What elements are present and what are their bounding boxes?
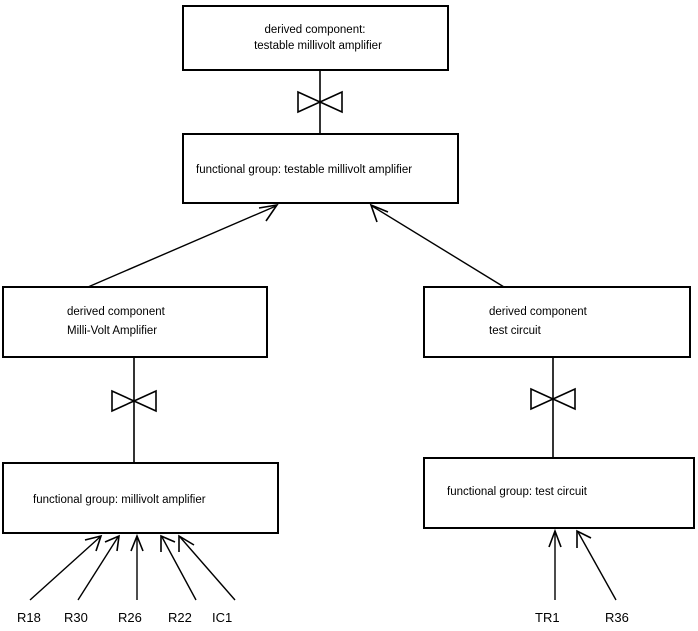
leaf-arrowhead-r26 xyxy=(130,533,144,552)
leaf-arrow-line-r18 xyxy=(29,536,101,601)
arrowhead-millivolt-to-fg-testable xyxy=(258,203,279,222)
leaf-arrow-line-r36 xyxy=(577,531,617,601)
bowtie-right-triangle-left xyxy=(132,389,157,413)
box-derived-test-circuit[interactable] xyxy=(423,286,691,358)
leaf-arrow-r22 xyxy=(160,534,197,601)
node-fg-millivolt-amplifier[interactable]: functional group: millivolt amplifier xyxy=(2,462,279,534)
leaf-arrowhead-tr1 xyxy=(548,528,562,548)
box-fg-millivolt-amplifier[interactable] xyxy=(2,462,279,534)
connector-derived-test-circuit-to-fg-test-circuit xyxy=(530,357,576,463)
leaf-arrow-r18 xyxy=(29,534,103,601)
leaf-label-tr1: TR1 xyxy=(535,610,560,625)
node-derived-milli-volt-amplifier[interactable]: derived component Milli-Volt Amplifier xyxy=(2,286,268,358)
connector-derived-to-fg-testable xyxy=(297,70,343,134)
arrow-millivolt-to-fg-testable xyxy=(87,203,279,288)
leaf-label-ic1: IC1 xyxy=(212,610,232,625)
leaf-arrow-line-ic1 xyxy=(179,536,236,601)
leaf-arrow-line-r30 xyxy=(77,536,119,601)
leaf-arrow-r30 xyxy=(77,534,120,601)
leaf-arrowhead-r30 xyxy=(104,534,120,552)
leaf-arrow-ic1 xyxy=(178,534,236,601)
leaf-arrow-r26 xyxy=(130,533,144,600)
leaf-label-r30: R30 xyxy=(64,610,88,625)
leaf-arrow-tr1 xyxy=(548,528,562,600)
leaf-label-r36: R36 xyxy=(605,610,629,625)
box-derived-milli-volt-amplifier-line2: Milli-Volt Amplifier xyxy=(67,325,157,337)
box-derived-test-circuit-line2: test circuit xyxy=(489,325,542,337)
bowtie-right-triangle-right xyxy=(551,387,576,411)
bowtie-left-triangle-left xyxy=(111,389,136,413)
arrowhead-testcircuit-to-fg-testable xyxy=(369,203,389,223)
box-fg-millivolt-amplifier-label: functional group: millivolt amplifier xyxy=(33,494,206,506)
leaf-label-r18: R18 xyxy=(17,610,41,625)
box-derived-testable-millivolt-amplifier-line2: testable millivolt amplifier xyxy=(254,40,382,52)
leaf-arrowhead-r18 xyxy=(84,534,103,552)
node-derived-test-circuit[interactable]: derived component test circuit xyxy=(423,286,691,358)
box-fg-test-circuit-label: functional group: test circuit xyxy=(447,486,588,498)
connector-derived-milli-volt-to-fg-millivolt xyxy=(111,357,157,463)
node-fg-test-circuit[interactable]: functional group: test circuit xyxy=(423,457,695,529)
box-derived-testable-millivolt-amplifier-line1: derived component: xyxy=(264,24,365,36)
bowtie-refinement-icon-top xyxy=(297,90,343,114)
box-fg-testable-millivolt-amplifier-label: functional group: testable millivolt amp… xyxy=(196,164,412,176)
box-derived-test-circuit-line1: derived component xyxy=(489,306,588,318)
bowtie-left-triangle-right xyxy=(530,387,555,411)
box-fg-testable-millivolt-amplifier[interactable] xyxy=(182,133,459,204)
leaf-label-r22: R22 xyxy=(168,610,192,625)
leaf-arrow-line-r22 xyxy=(161,536,197,601)
box-derived-milli-volt-amplifier-line1: derived component xyxy=(67,306,166,318)
leaf-arrowhead-r22 xyxy=(160,534,176,552)
leaf-arrowhead-r36 xyxy=(576,529,592,548)
arrow-testcircuit-to-fg-testable xyxy=(369,203,505,288)
leaf-label-r26: R26 xyxy=(118,610,142,625)
arrow-line-testcircuit-to-fg-testable xyxy=(371,205,505,288)
arrow-line-millivolt-to-fg-testable xyxy=(87,205,277,288)
node-derived-testable-millivolt-amplifier[interactable]: derived component: testable millivolt am… xyxy=(182,5,449,71)
box-derived-milli-volt-amplifier[interactable] xyxy=(2,286,268,358)
node-fg-testable-millivolt-amplifier[interactable]: functional group: testable millivolt amp… xyxy=(182,133,459,204)
bowtie-right-triangle-top xyxy=(318,90,343,114)
bowtie-refinement-icon-left xyxy=(111,389,157,413)
box-fg-test-circuit[interactable] xyxy=(423,457,695,529)
leaf-arrowhead-ic1 xyxy=(178,534,195,552)
leaf-arrow-r36 xyxy=(576,529,617,601)
box-derived-testable-millivolt-amplifier[interactable] xyxy=(182,5,449,71)
bowtie-refinement-icon-right xyxy=(530,387,576,411)
bowtie-left-triangle-top xyxy=(297,90,322,114)
